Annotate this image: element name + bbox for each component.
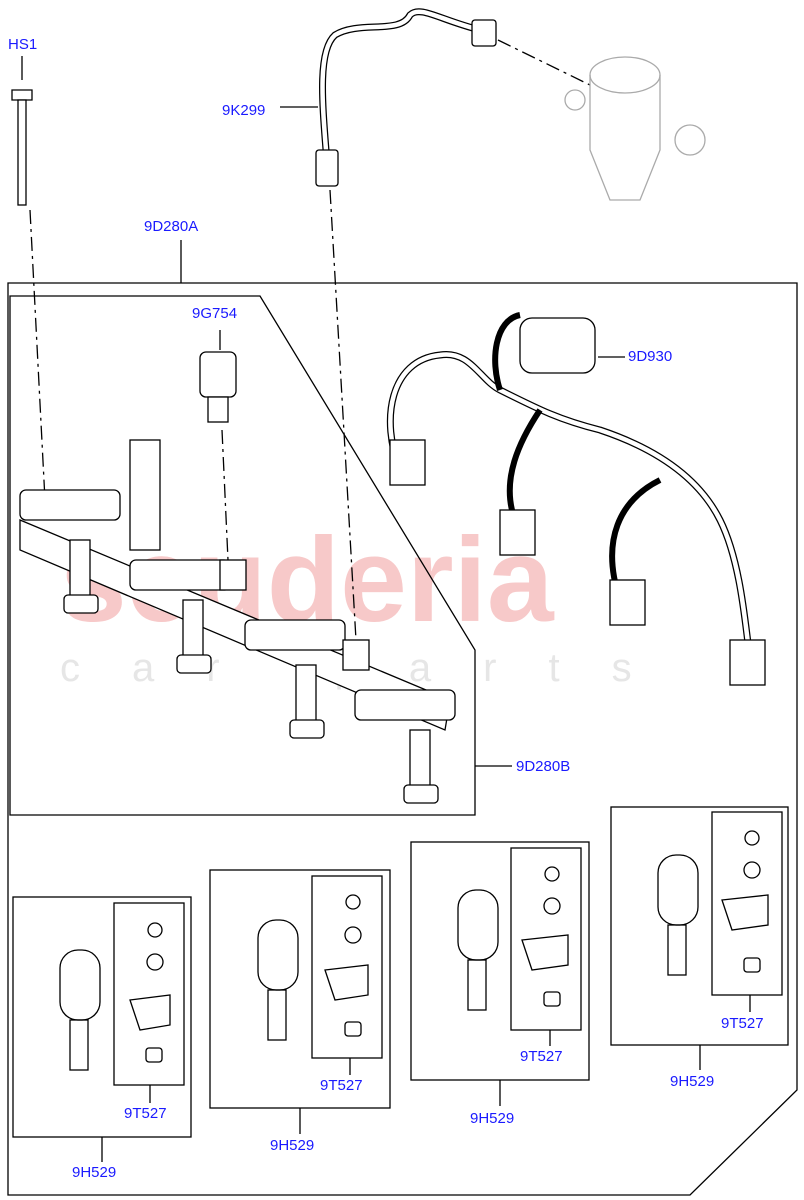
label-9h529-1[interactable]: 9H529 bbox=[72, 1164, 117, 1181]
label-9h529-3[interactable]: 9H529 bbox=[470, 1110, 515, 1127]
bolt-hs1 bbox=[11, 56, 46, 501]
injector-group-1 bbox=[12, 896, 192, 1162]
fuel-rail-9d280b bbox=[19, 439, 456, 804]
high-pressure-pump bbox=[564, 56, 706, 201]
assembly-frame bbox=[7, 282, 798, 1196]
injector-group-2 bbox=[209, 869, 391, 1134]
label-9t527-2[interactable]: 9T527 bbox=[320, 1077, 363, 1094]
fuel-rail-frame bbox=[9, 295, 476, 816]
pressure-sensor-9g754 bbox=[199, 330, 237, 561]
label-9t527-4[interactable]: 9T527 bbox=[721, 1015, 764, 1032]
label-9t527-1[interactable]: 9T527 bbox=[124, 1105, 167, 1122]
injector-group-3 bbox=[410, 841, 590, 1106]
label-9h529-4[interactable]: 9H529 bbox=[670, 1073, 715, 1090]
label-hs1[interactable]: HS1 bbox=[8, 36, 38, 53]
label-9d930[interactable]: 9D930 bbox=[628, 348, 673, 365]
label-9k299[interactable]: 9K299 bbox=[222, 102, 266, 119]
label-9g754[interactable]: 9G754 bbox=[192, 305, 238, 322]
label-9t527-3[interactable]: 9T527 bbox=[520, 1048, 563, 1065]
label-9h529-2[interactable]: 9H529 bbox=[270, 1137, 315, 1154]
wiring-harness-9d930 bbox=[386, 312, 766, 686]
label-9d280a[interactable]: 9D280A bbox=[144, 218, 199, 235]
fuel-pipe-9k299 bbox=[280, 8, 591, 641]
label-9d280b[interactable]: 9D280B bbox=[516, 758, 571, 775]
injector-group-4 bbox=[610, 806, 789, 1070]
